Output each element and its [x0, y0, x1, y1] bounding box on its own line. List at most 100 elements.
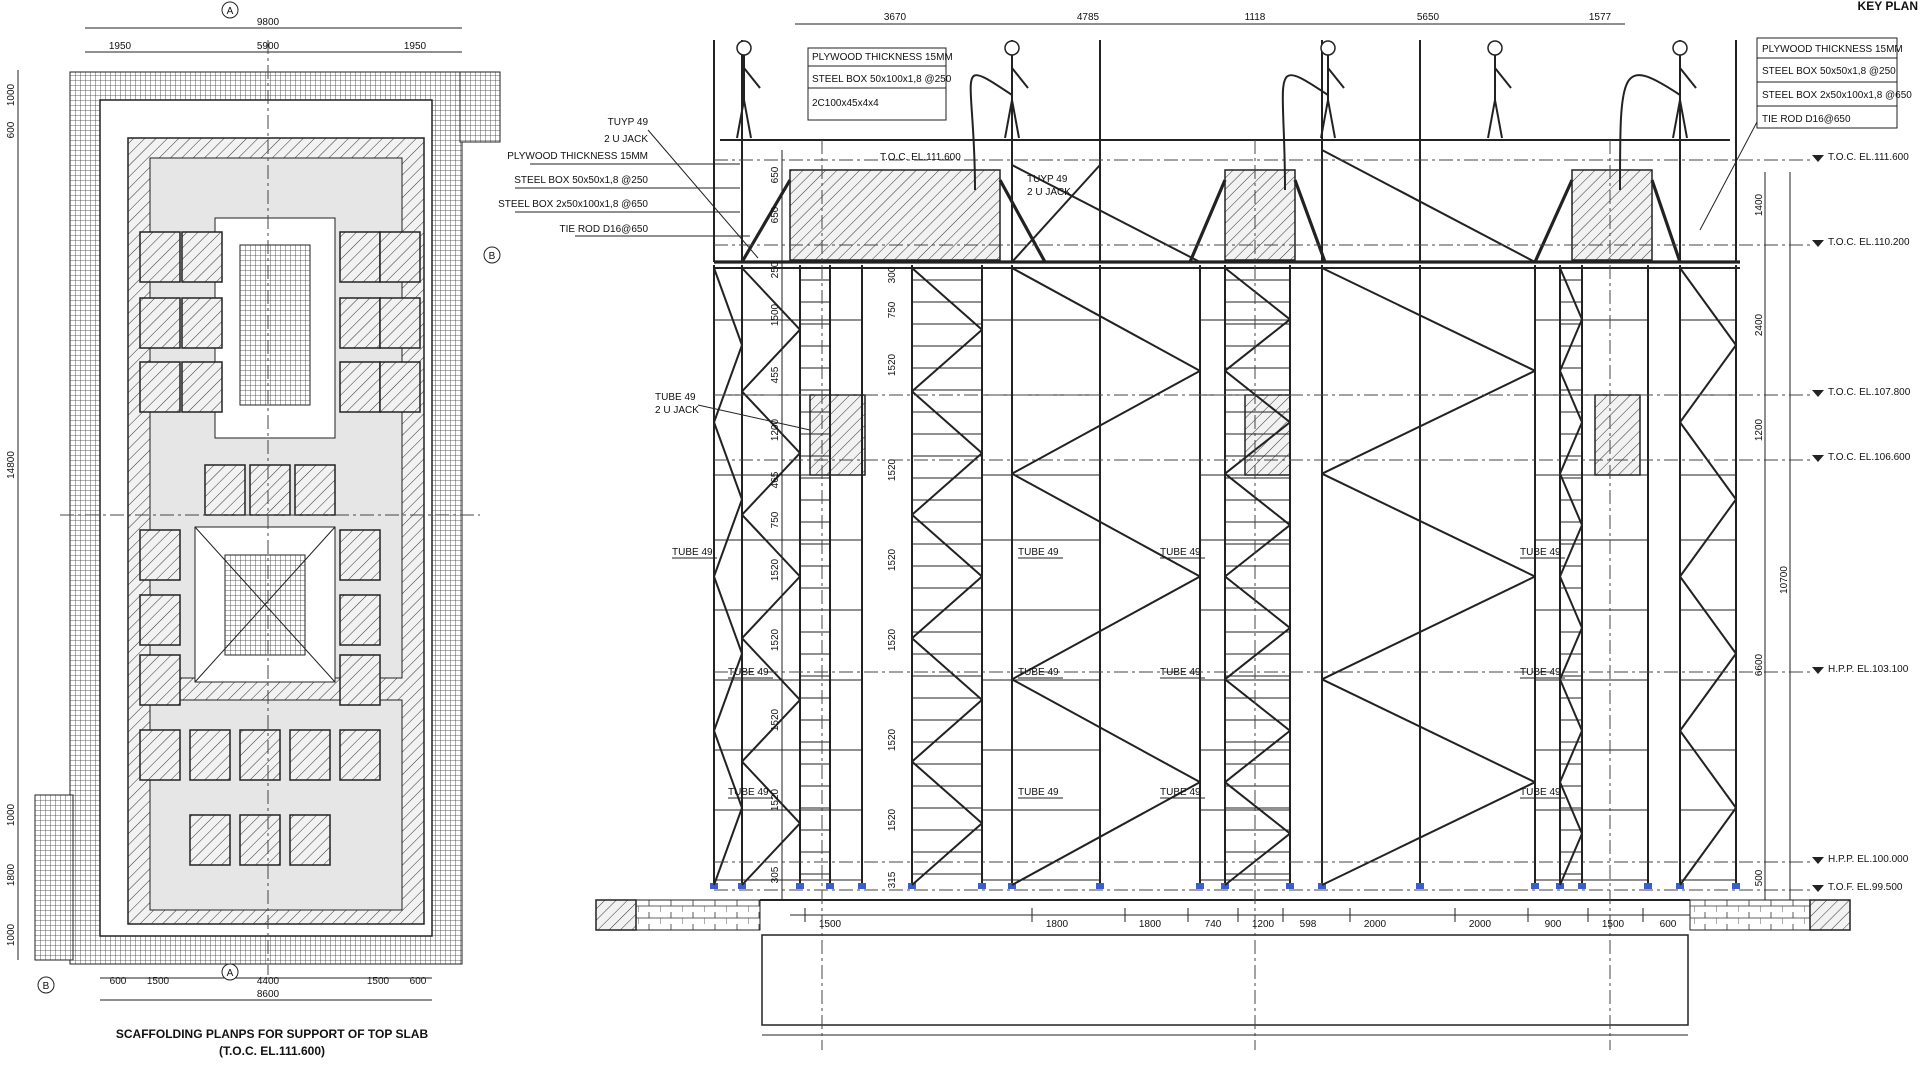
diagonal-brace: [1011, 678, 1201, 784]
shoring-strut: [740, 179, 792, 263]
plan-panel: [339, 361, 381, 413]
diagonal-brace: [911, 822, 983, 886]
diagonal-brace: [1011, 164, 1101, 263]
note-steelbox-1: STEEL BOX 50x50x1,8 @250: [514, 175, 648, 186]
shoring-strut: [1650, 179, 1682, 263]
note-steelbox-2: STEEL BOX 2x50x100x1,8 @650: [498, 199, 648, 210]
top-notes: PLYWOOD THICKNESS 15MM STEEL BOX 50x100x…: [655, 47, 1071, 431]
level-label-5: H.P.P. EL.100.000: [1828, 854, 1909, 865]
base-plate: [1286, 883, 1294, 889]
level-marker: [1812, 667, 1824, 674]
diagonal-brace: [1559, 370, 1583, 423]
plan-panel: [339, 529, 381, 581]
beam-block-1: [809, 394, 866, 476]
tube-jack-note-1: TUBE 49: [655, 392, 696, 403]
elev-dim-left-7: 750: [770, 511, 781, 528]
tube-label-7: TUBE 49: [1160, 667, 1201, 678]
elev-dim-inner-1: 750: [887, 301, 898, 318]
diagonal-brace: [1679, 653, 1737, 732]
base-plate: [1221, 883, 1229, 889]
base-plate: [710, 883, 718, 889]
diagonal-brace: [1679, 498, 1737, 578]
elev-dim-inner-7: 1520: [887, 808, 898, 831]
plan-panel: [181, 361, 223, 413]
elev-dim-left-0: 650: [770, 166, 781, 183]
diagonal-brace: [1011, 267, 1201, 372]
tube-label-3: TUBE 49: [1018, 547, 1059, 558]
plan-panel: [339, 594, 381, 646]
diagonal-brace: [741, 699, 801, 763]
elev-dim-top-1: 3670: [884, 12, 907, 23]
diagonal-brace: [713, 576, 743, 654]
elev-dim-top-5: 1577: [1589, 12, 1612, 23]
slab-level-label: T.O.C. EL.111.600: [880, 152, 961, 163]
diagonal-brace: [741, 514, 801, 578]
elev-dim-right-4: 6600: [1754, 653, 1765, 676]
base-plate: [1676, 883, 1684, 889]
plan-dim-left-6: 1000: [6, 923, 17, 946]
elev-dim-inner-2: 1520: [887, 353, 898, 376]
elev-dim-left-10: 1520: [770, 708, 781, 731]
diagonal-brace: [1011, 369, 1201, 475]
plan-dim-left-4: 1000: [6, 803, 17, 826]
worker-figure: [1320, 40, 1345, 139]
base-plate: [1732, 883, 1740, 889]
elev-dim-right-5: 500: [1754, 869, 1765, 886]
diagonal-brace: [1224, 575, 1291, 629]
shoring-strut: [1293, 179, 1327, 263]
plan-panel: [204, 464, 246, 516]
base-plate: [1416, 883, 1424, 889]
diagonal-brace: [741, 575, 801, 639]
diagonal-brace: [1011, 164, 1201, 263]
diagonal-brace: [1011, 781, 1201, 886]
diagonal-brace: [911, 760, 983, 825]
diagonal-brace: [1559, 524, 1583, 577]
jack-note-1: TUYP 49: [1027, 174, 1068, 185]
tube-label-6: TUBE 49: [1160, 547, 1201, 558]
plan-view: 9800 1950 5900 1950 A 1000 600 14800 100…: [6, 1, 501, 1058]
level-label-0: T.O.C. EL.111.600: [1828, 152, 1909, 163]
base-plate: [978, 883, 986, 889]
diagonal-brace: [1321, 369, 1536, 475]
elev-dim-left-4: 455: [770, 366, 781, 383]
plan-panel: [139, 231, 181, 283]
worker-figure: [1672, 40, 1697, 139]
elev-dim-bottom-8: 900: [1545, 919, 1562, 930]
diagonal-brace: [1321, 781, 1536, 886]
diagonal-brace: [1559, 576, 1583, 629]
diagonal-brace: [741, 390, 801, 454]
base-plate: [908, 883, 916, 889]
top-note-plywood: PLYWOOD THICKNESS 15MM: [812, 52, 953, 63]
plan-panel: [181, 231, 223, 283]
diagonal-brace: [713, 653, 743, 732]
diagonal-brace: [741, 329, 801, 393]
elev-dim-inner-5: 1520: [887, 628, 898, 651]
slab-block-3: [1571, 169, 1653, 261]
diagonal-brace: [1011, 575, 1201, 681]
diagonal-brace: [713, 807, 743, 886]
diagonal-brace: [1559, 267, 1583, 320]
plan-dim-top-1: 1950: [109, 41, 132, 52]
diagonal-brace: [1224, 370, 1291, 424]
elev-dim-inner-6: 1520: [887, 728, 898, 751]
base-plate: [796, 883, 804, 889]
plan-panel: [189, 729, 231, 781]
worker-figure: [736, 40, 761, 139]
level-label-3: T.O.C. EL.106.600: [1828, 452, 1911, 463]
axis-label-right: B: [489, 251, 496, 262]
elevation-view: KEY PLAN 3670 4785 1118 5650 1577 T.O.C.…: [498, 0, 1918, 1050]
diagonal-brace: [1011, 472, 1201, 578]
plan-dim-left-1: 1000: [6, 83, 17, 106]
axis-bubble-right: [483, 246, 501, 264]
elev-dim-bottom-10: 600: [1660, 919, 1677, 930]
note-ujack: 2 U JACK: [604, 134, 648, 145]
diagonal-brace: [741, 267, 801, 331]
plan-panel: [139, 529, 181, 581]
plan-panel: [289, 814, 331, 866]
axis-label-left-bottom: B: [43, 981, 50, 992]
plan-panel: [379, 231, 421, 283]
diagonal-brace: [1679, 730, 1737, 809]
diagonal-brace: [741, 637, 801, 701]
elev-dim-bottom-9: 1500: [1602, 919, 1625, 930]
